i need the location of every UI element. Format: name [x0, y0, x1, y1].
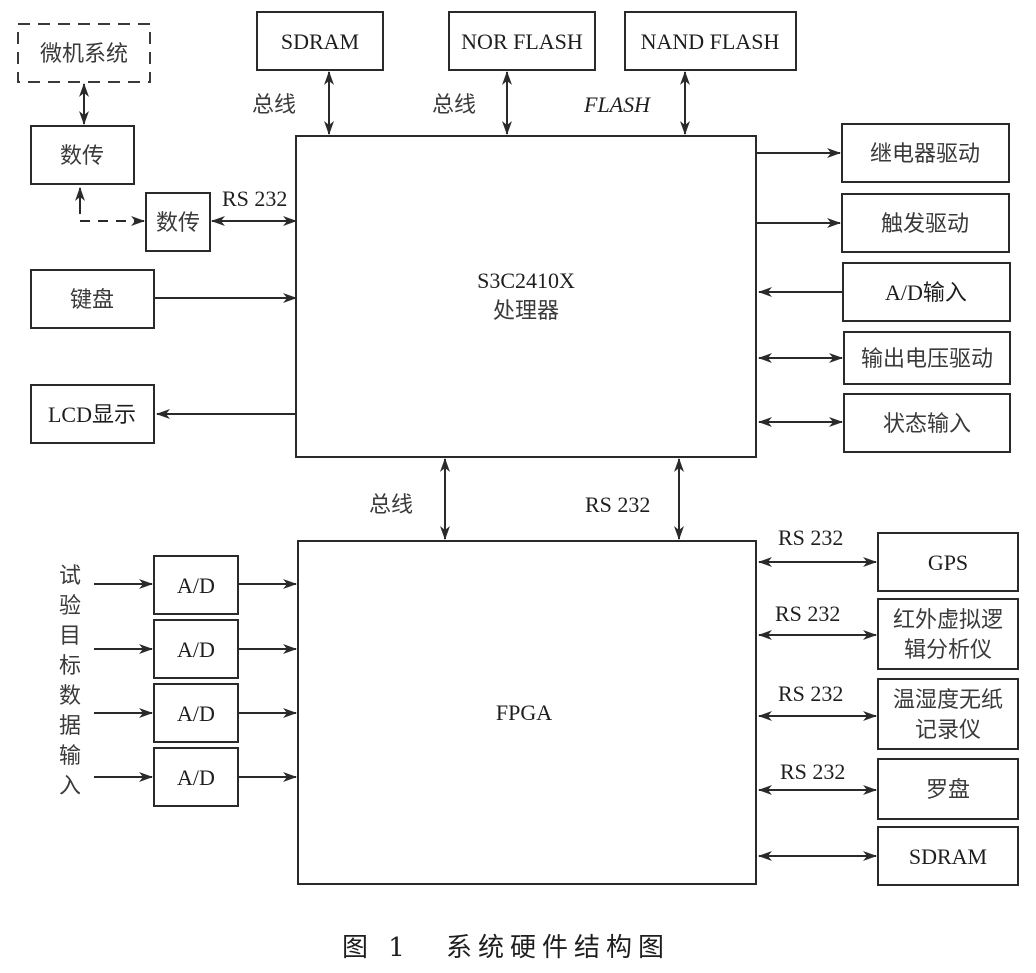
fpga-label: FPGA — [496, 700, 552, 725]
datalink-local-node: 数传 — [145, 192, 211, 252]
figure-number: 图 1 — [342, 933, 411, 963]
datalink-remote-node: 数传 — [30, 125, 135, 185]
cpu-fpga-bus-label: 总线 — [369, 493, 413, 518]
paperless-recorder-node: 温湿度无纸 记录仪 — [877, 678, 1019, 750]
voltage-drive-label: 输出电压驱动 — [861, 347, 993, 372]
ad-label: A/D — [177, 637, 215, 662]
nor-flash-label: NOR FLASH — [461, 29, 583, 54]
sdram-bottom-label: SDRAM — [909, 844, 987, 869]
microcomputer-node: 微机系统 — [17, 23, 151, 83]
gps-node: GPS — [877, 532, 1019, 592]
ir-logic-analyzer-node: 红外虚拟逻 辑分析仪 — [877, 598, 1019, 670]
sdram-bus-label: 总线 — [252, 93, 296, 118]
input-label-char: 数 — [59, 684, 81, 709]
compass-label: 罗盘 — [926, 778, 970, 803]
figure-caption: 系统硬件结构图 — [446, 933, 670, 963]
cpu-node: S3C2410X 处理器 — [295, 135, 757, 458]
lcd-node: LCD显示 — [30, 384, 155, 444]
test-data-input-label: 试 验 目 标 数 据 输 入 — [59, 564, 81, 799]
trigger-drive-label: 触发驱动 — [881, 212, 969, 237]
ad-label: A/D — [177, 701, 215, 726]
input-label-char: 试 — [59, 564, 81, 589]
input-label-char: 验 — [59, 594, 81, 619]
ad-channel-3: A/D — [94, 683, 297, 743]
sdram-bottom-node: SDRAM — [877, 826, 1019, 886]
gps-label: GPS — [928, 550, 968, 575]
input-label-char: 据 — [59, 714, 81, 739]
nand-flash-node: NAND FLASH — [624, 11, 797, 71]
ir-logic-label-line2: 辑分析仪 — [904, 638, 992, 663]
lcd-label: LCD显示 — [48, 402, 136, 427]
ir-rs232-label: RS 232 — [775, 601, 840, 626]
cpu-type-label: 处理器 — [493, 299, 559, 324]
sdram-top-label: SDRAM — [281, 29, 359, 54]
keyboard-label: 键盘 — [70, 288, 114, 313]
nand-bus-label: FLASH — [583, 92, 651, 117]
datalink-rs232-label: RS 232 — [222, 186, 287, 211]
nor-bus-label: 总线 — [432, 93, 476, 118]
recorder-rs232-label: RS 232 — [778, 681, 843, 706]
sdram-top-node: SDRAM — [256, 11, 384, 71]
recorder-label-line2: 记录仪 — [915, 718, 981, 743]
nand-flash-label: NAND FLASH — [641, 29, 780, 54]
ad-label: A/D — [177, 573, 215, 598]
gps-rs232-label: RS 232 — [778, 525, 843, 550]
status-input-label: 状态输入 — [883, 412, 971, 437]
compass-rs232-label: RS 232 — [780, 759, 845, 784]
cpu-model-label: S3C2410X — [477, 268, 575, 293]
ad-label: A/D — [177, 765, 215, 790]
ir-logic-label-line1: 红外虚拟逻 — [893, 608, 1003, 633]
input-label-char: 标 — [59, 654, 81, 679]
input-label-char: 目 — [59, 624, 81, 649]
trigger-drive-node: 触发驱动 — [841, 193, 1010, 253]
relay-drive-node: 继电器驱动 — [841, 123, 1010, 183]
recorder-label-line1: 温湿度无纸 — [893, 688, 1003, 713]
fpga-node: FPGA — [297, 540, 757, 885]
relay-drive-label: 继电器驱动 — [870, 142, 980, 167]
compass-node: 罗盘 — [877, 758, 1019, 820]
input-label-char: 入 — [59, 774, 81, 799]
nor-flash-node: NOR FLASH — [448, 11, 596, 71]
ad-input-label: A/D输入 — [885, 280, 967, 305]
ad-channel-4: A/D — [94, 747, 297, 807]
cpu-fpga-rs232-label: RS 232 — [585, 492, 650, 517]
keyboard-node: 键盘 — [30, 269, 155, 329]
ad-channel-1: A/D — [94, 555, 297, 615]
input-label-char: 输 — [59, 744, 81, 769]
ad-channel-2: A/D — [94, 619, 297, 679]
ad-input-node: A/D输入 — [842, 262, 1011, 322]
microcomputer-label: 微机系统 — [40, 42, 128, 67]
status-input-node: 状态输入 — [843, 393, 1011, 453]
datalink-local-label: 数传 — [156, 211, 200, 236]
datalink-remote-label: 数传 — [60, 144, 104, 169]
voltage-drive-node: 输出电压驱动 — [843, 331, 1011, 385]
